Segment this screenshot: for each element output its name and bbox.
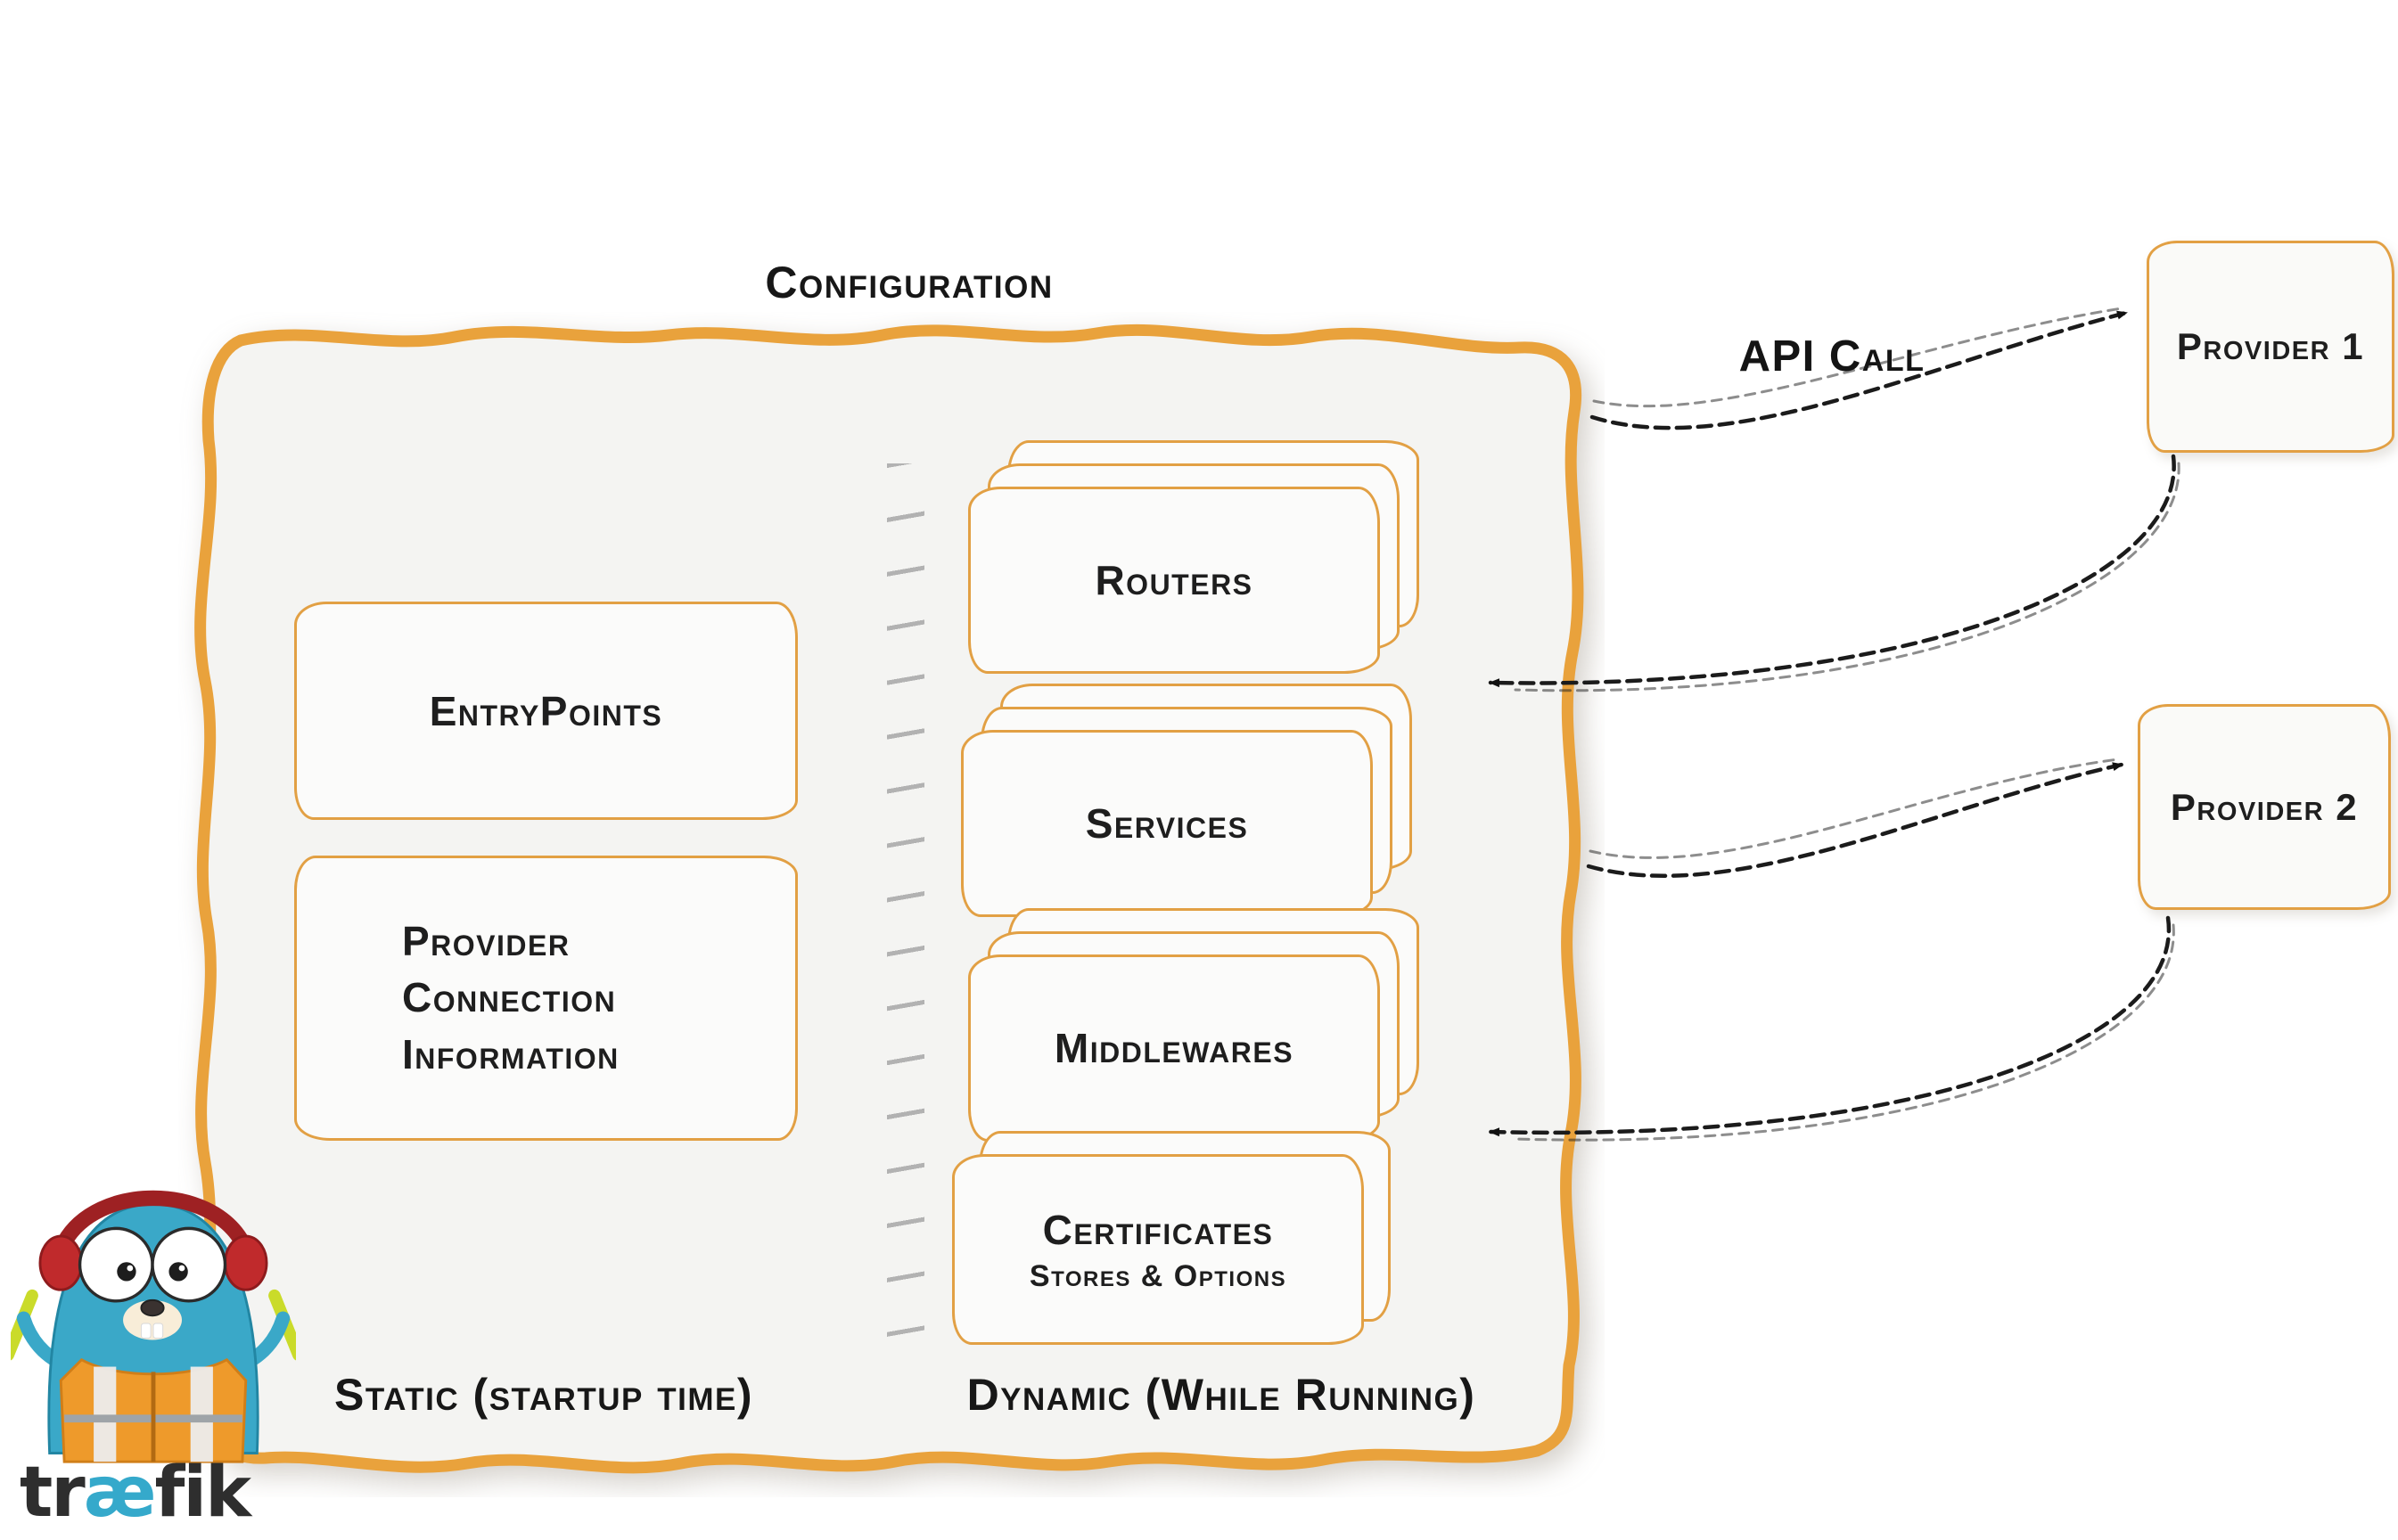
api-call-label: API Call — [1738, 332, 1926, 381]
safety-vest-icon — [59, 1357, 248, 1463]
provider-connection-box: Provider Connection Information — [294, 856, 798, 1141]
certificates-title: Certificates — [1042, 1206, 1274, 1253]
certificates-box: Certificates Stores & Options — [952, 1154, 1364, 1345]
certificates-stack: Certificates Stores & Options — [952, 1131, 1416, 1348]
provider1-box: Provider 1 — [2147, 241, 2394, 453]
provider1-label: Provider 1 — [2176, 325, 2365, 367]
entrypoints-label: EntryPoints — [429, 687, 663, 734]
provider-connection-line-1: Provider — [402, 917, 571, 964]
provider-connection-line-2: Connection — [402, 974, 617, 1021]
dynamic-section-label: Dynamic (While Running) — [966, 1370, 1476, 1420]
wordmark-pre: tr — [20, 1453, 86, 1533]
certificates-subtitle: Stores & Options — [1029, 1258, 1287, 1293]
traefik-wordmark: træfik — [20, 1453, 252, 1533]
static-section-label: Static (startup time) — [333, 1370, 754, 1420]
services-box: Services — [961, 730, 1373, 917]
wordmark-post: fik — [154, 1453, 252, 1533]
provider2-box: Provider 2 — [2138, 704, 2391, 910]
provider-connection-line-3: Information — [402, 1030, 620, 1077]
routers-stack: Routers — [968, 440, 1432, 677]
config-to-provider2-arrow-sketch — [1589, 758, 2120, 859]
provider2-label: Provider 2 — [2170, 785, 2359, 828]
middlewares-stack: Middlewares — [968, 908, 1432, 1145]
traefik-gopher-mascot — [11, 1190, 296, 1463]
entrypoints-box: EntryPoints — [294, 602, 798, 820]
config-to-provider2-arrow — [1586, 762, 2124, 879]
traefik-logo: træfik — [11, 1157, 314, 1533]
configuration-title: Configuration — [765, 258, 1054, 307]
services-stack: Services — [961, 684, 1425, 921]
routers-label: Routers — [1095, 557, 1253, 603]
middlewares-label: Middlewares — [1054, 1025, 1294, 1071]
wordmark-ae: æ — [83, 1453, 157, 1533]
static-dynamic-divider — [887, 463, 924, 1346]
provider1-to-config-arrow-sketch — [1514, 462, 2180, 692]
routers-box: Routers — [968, 487, 1380, 674]
services-label: Services — [1085, 800, 1249, 847]
middlewares-box: Middlewares — [968, 954, 1380, 1142]
provider2-to-config-arrow-sketch — [1514, 923, 2175, 1142]
